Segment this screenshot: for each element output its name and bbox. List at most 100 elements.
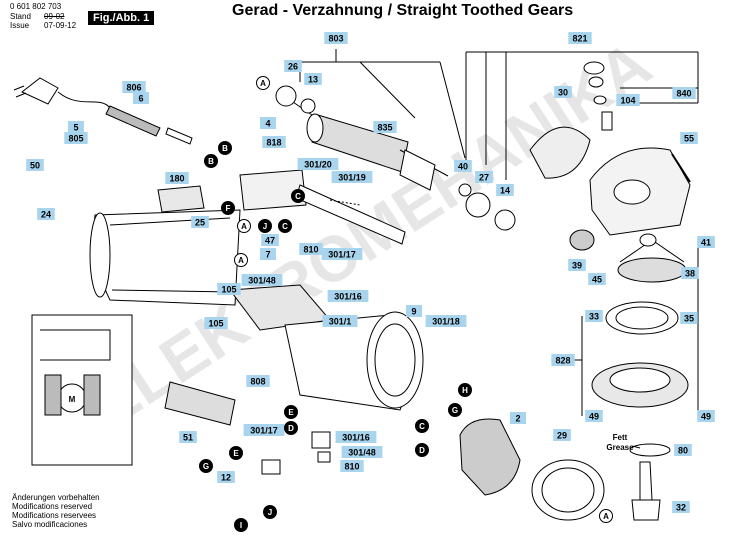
schematic-motor-label: M (69, 395, 76, 404)
part-label-text: 6 (138, 94, 143, 104)
part-label-47: 47 (261, 234, 279, 246)
callout-circle (221, 201, 235, 215)
issue-value: 07-09-12 (44, 21, 77, 30)
part-label-24: 24 (37, 208, 55, 220)
part-label-box (327, 290, 369, 302)
part-label-box (243, 424, 285, 436)
part-label-text: 104 (620, 96, 635, 106)
stand-value: 09-02 (44, 12, 65, 21)
part-label-text: 821 (572, 34, 587, 44)
part-label-text: 803 (328, 34, 343, 44)
part-label-821: 821 (568, 32, 592, 44)
part-label-27: 27 (475, 171, 493, 183)
part-label-13: 13 (304, 73, 322, 85)
part-label-text: 301/1 (329, 317, 352, 327)
part-label-box (568, 259, 586, 271)
part-label-text: 4 (265, 119, 270, 129)
part-label-box (496, 184, 514, 196)
callout-letter: B (222, 144, 228, 153)
part-label-301-19: 301/19 (331, 171, 373, 183)
part-label-4: 4 (260, 117, 276, 129)
part-label-text: 50 (30, 161, 40, 171)
callout-e: E (284, 405, 298, 419)
callout-d: D (284, 421, 298, 435)
part-label-301-1: 301/1 (322, 315, 358, 327)
part-label-806: 806 (122, 81, 146, 93)
part-label-50: 50 (26, 159, 44, 171)
part-label-text: 9 (411, 307, 416, 317)
callout-b: B (218, 141, 232, 155)
part-label-39: 39 (568, 259, 586, 271)
part-label-box (616, 94, 640, 106)
parts-artwork (13, 49, 699, 521)
callout-i: I (234, 518, 248, 532)
callout-letter: D (288, 424, 294, 433)
part-label-text: 301/19 (338, 173, 366, 183)
part-label-301-18: 301/18 (425, 315, 467, 327)
part-label-301-17: 301/17 (321, 248, 363, 260)
part-label-box (217, 283, 241, 295)
part-label-2: 2 (510, 412, 526, 424)
part-label-808: 808 (246, 375, 270, 387)
part-label-41: 41 (697, 236, 715, 248)
part-label-301-48: 301/48 (241, 274, 283, 286)
part-label-box (246, 375, 270, 387)
part-label-box (335, 431, 377, 443)
callout-b: B (204, 154, 218, 168)
callout-letter: I (240, 521, 242, 530)
part-label-box (406, 305, 422, 317)
part-label-55: 55 (680, 132, 698, 144)
footer-line-es: Salvo modificaciones (12, 520, 88, 529)
callout-circle (234, 253, 248, 267)
part-label-text: 301/16 (334, 292, 362, 302)
callout-letter: A (603, 512, 609, 521)
grease-label-de: Fett (613, 433, 628, 442)
footer-line-en: Modifications reserved (12, 502, 93, 511)
part-label-box (165, 172, 189, 184)
part-label-box (241, 274, 283, 286)
callout-letter: D (419, 446, 425, 455)
part-label-38: 38 (681, 267, 699, 279)
part-label-text: 35 (684, 314, 694, 324)
part-label-box (585, 410, 603, 422)
part-label-box (697, 410, 715, 422)
part-label-30: 30 (554, 86, 572, 98)
part-label-box (284, 60, 302, 72)
part-label-box (64, 132, 88, 144)
callout-letter: F (226, 204, 231, 213)
part-label-text: 2 (515, 414, 520, 424)
part-label-text: 301/16 (342, 433, 370, 443)
part-label-51: 51 (179, 431, 197, 443)
part-label-box (672, 501, 690, 513)
part-label-box (340, 460, 364, 472)
callout-circle (284, 405, 298, 419)
part-label-805: 805 (64, 132, 88, 144)
part-label-14: 14 (496, 184, 514, 196)
grease-label-en: Grease (606, 443, 634, 452)
part-label-35: 35 (680, 312, 698, 324)
part-label-box (261, 234, 279, 246)
part-label-text: 301/17 (328, 250, 356, 260)
part-label-text: 818 (266, 138, 281, 148)
part-label-text: 55 (684, 134, 694, 144)
part-label-5: 5 (68, 121, 84, 133)
part-label-text: 49 (589, 412, 599, 422)
part-label-box (260, 117, 276, 129)
callout-d: D (415, 443, 429, 457)
callout-a: A (256, 76, 270, 90)
part-label-box (304, 73, 322, 85)
callout-circle (278, 219, 292, 233)
callout-circle (284, 421, 298, 435)
part-label-text: 828 (555, 356, 570, 366)
part-label-box (299, 243, 323, 255)
part-label-box (373, 121, 397, 133)
part-label-box (204, 317, 228, 329)
part-label-49: 49 (697, 410, 715, 422)
part-label-box (697, 236, 715, 248)
callout-circle (256, 76, 270, 90)
part-label-box (322, 315, 358, 327)
part-label-text: 180 (169, 174, 184, 184)
callout-c: C (415, 419, 429, 433)
part-label-box (122, 81, 146, 93)
